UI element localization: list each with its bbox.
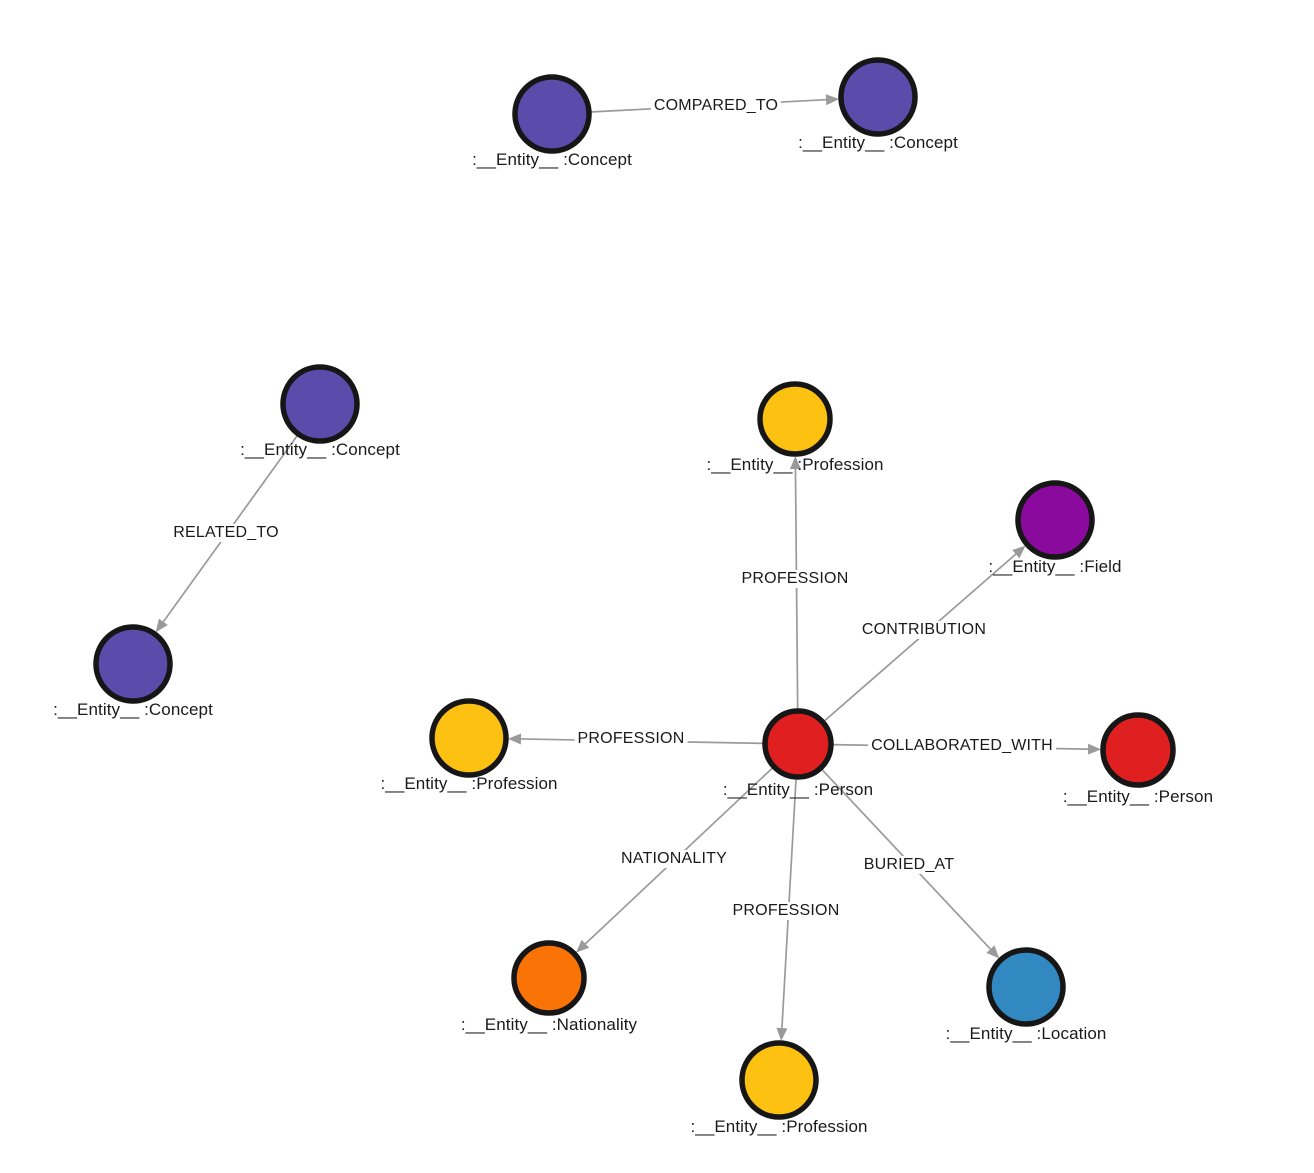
graph-node-concept[interactable] [93,624,173,704]
graph-node-profession[interactable] [429,698,509,778]
edges-group [155,94,1102,1042]
node-label: :__Entity__ :Person [722,780,874,799]
graph-node-concept[interactable] [280,364,360,444]
node-label: :__Entity__ :Concept [798,133,958,152]
node-label: :__Entity__ :Field [988,557,1122,576]
node-label: :__Entity__ :Concept [53,700,213,719]
graph-node-profession[interactable] [739,1040,819,1120]
edge-label: PROFESSION [738,570,852,588]
edge-label: BURIED_AT [860,856,958,874]
graph-edge-profession[interactable] [794,468,799,711]
node-label: :__Entity__ :Profession [706,455,884,474]
arrowhead-icon [155,618,168,633]
graph-node-concept[interactable] [838,57,918,137]
arrowhead-icon [1087,743,1102,755]
graph-node-person[interactable] [762,708,834,780]
edge-label: COMPARED_TO [650,97,782,115]
edge-label: CONTRIBUTION [858,621,990,639]
edge-label: PROFESSION [574,730,688,748]
node-label: :__Entity__ :Nationality [460,1015,638,1034]
arrowhead-icon [825,94,840,106]
node-label: :__Entity__ :Profession [380,774,558,793]
graph-node-person[interactable] [1100,712,1176,788]
graph-node-profession[interactable] [757,381,833,457]
node-label: :__Entity__ :Location [945,1024,1107,1043]
graph-node-concept[interactable] [512,74,592,154]
edge-label: NATIONALITY [618,850,730,868]
graph-node-nationality[interactable] [511,940,587,1016]
arrowhead-icon [575,939,590,953]
arrowhead-icon [507,733,522,745]
node-label: :__Entity__ :Concept [472,150,632,169]
edge-label: COLLABORATED_WITH [868,737,1056,755]
node-label: :__Entity__ :Concept [240,440,400,459]
node-label: :__Entity__ :Profession [690,1117,868,1136]
arrowhead-icon [776,1027,788,1042]
edge-label: RELATED_TO [170,524,282,542]
edge-label: PROFESSION [729,902,843,920]
graph-node-field[interactable] [1015,480,1095,560]
nodes-group [93,57,1176,1120]
graph-node-location[interactable] [986,947,1066,1027]
node-label: :__Entity__ :Person [1062,787,1214,806]
arrowhead-icon [1012,545,1026,559]
arrowhead-icon [986,945,1000,959]
arrowhead-icon [789,455,801,470]
